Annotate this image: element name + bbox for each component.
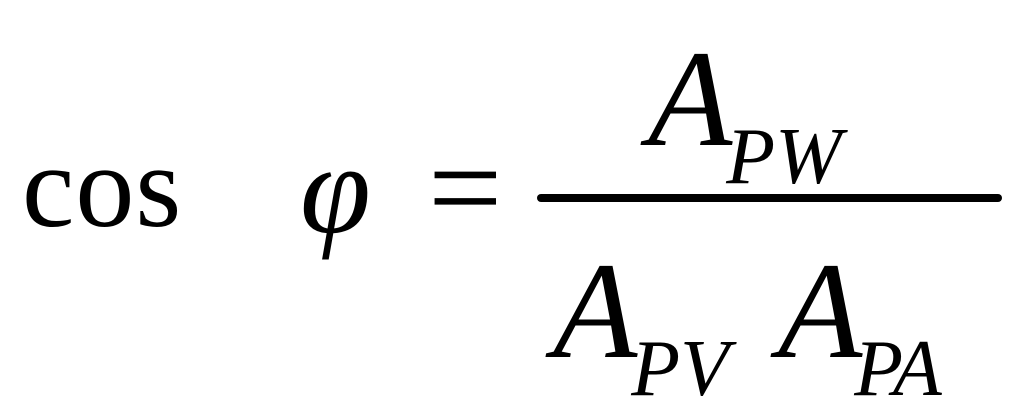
equals-sign: = [428, 114, 503, 261]
denominator-subscript-1: PV [631, 325, 730, 413]
denominator-subscript-2: PA [854, 325, 942, 413]
denominator-variable-1: A [553, 234, 638, 387]
numerator-subscript: PW [726, 113, 842, 201]
numerator-term: APW [648, 30, 848, 198]
cos-function: cos [22, 121, 183, 252]
phi-symbol: φ [300, 118, 371, 260]
denominator-term-2: APA [778, 242, 950, 410]
denominator-term-1: APV [553, 242, 735, 410]
fraction-bar [537, 194, 1002, 202]
numerator-variable: A [648, 22, 733, 175]
denominator-variable-2: A [778, 234, 863, 387]
